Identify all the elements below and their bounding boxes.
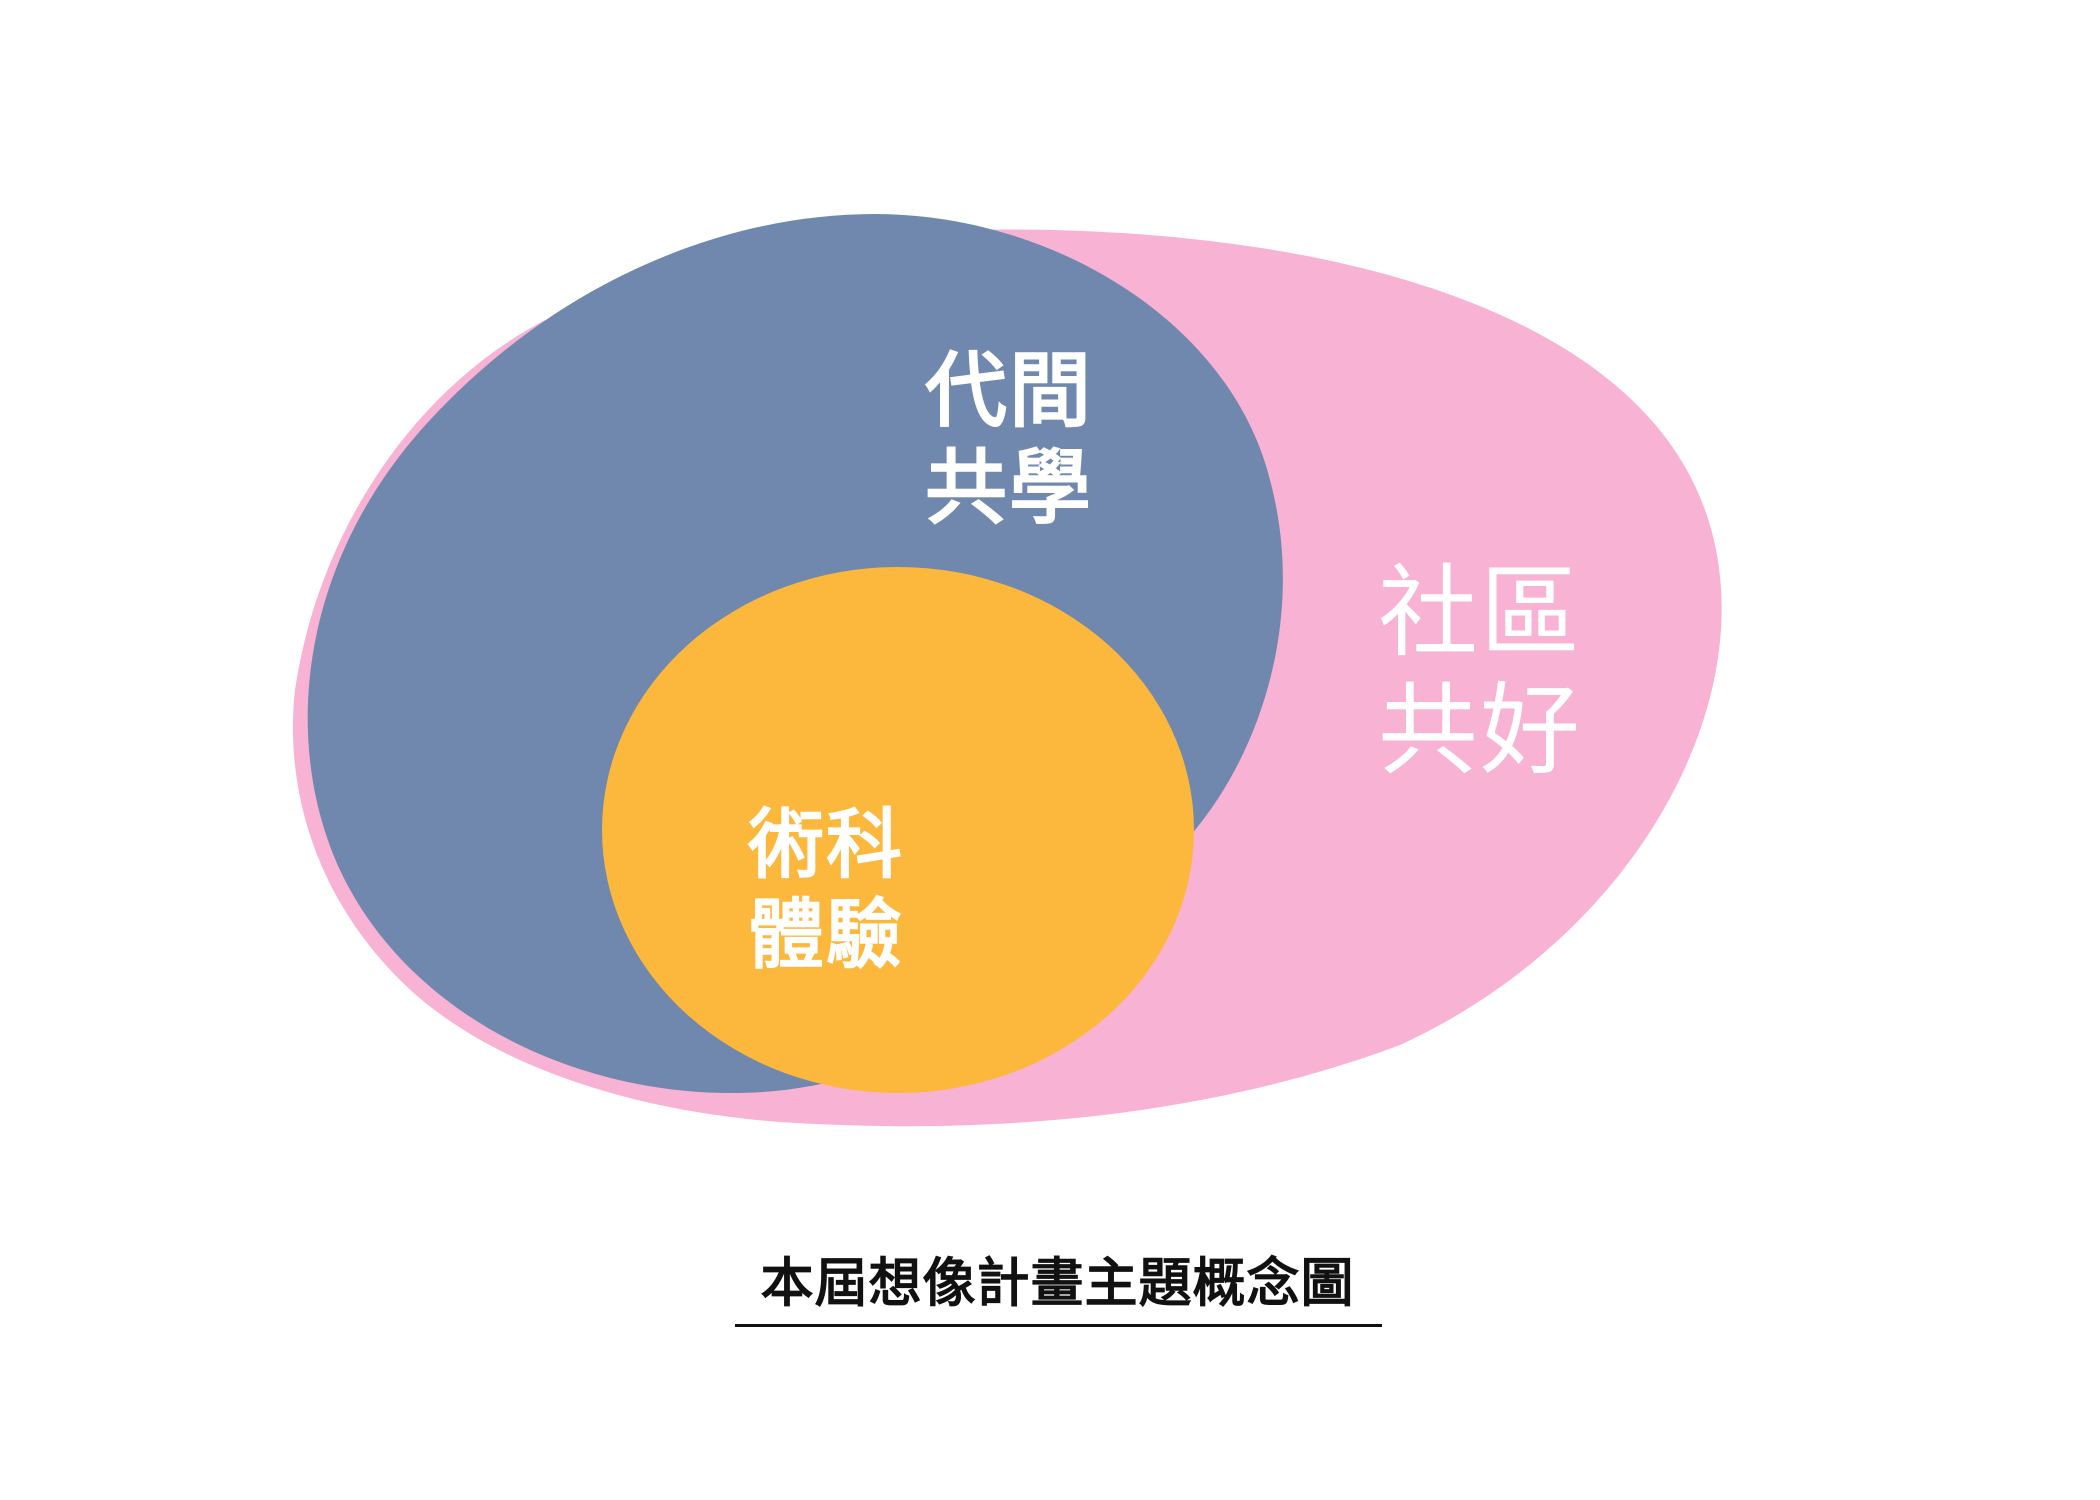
community-label: 社區 共好 (1378, 554, 1582, 790)
community-label-line1: 社區 (1378, 554, 1582, 671)
art-science-label-line1: 術科 (748, 800, 904, 889)
intergenerational-label-line2: 共學 (925, 440, 1094, 536)
art-science-circle (602, 567, 1194, 1093)
community-label-line2: 共好 (1378, 672, 1582, 789)
intergenerational-label: 代間 共學 (925, 344, 1093, 538)
intergenerational-label-line1: 代間 (925, 344, 1094, 439)
caption-underline (735, 1324, 1382, 1327)
art-science-label-line2: 體驗 (748, 889, 904, 979)
art-science-label: 術科 體驗 (748, 800, 904, 979)
diagram-caption: 本屆想像計畫主題概念圖 (760, 1253, 1355, 1314)
